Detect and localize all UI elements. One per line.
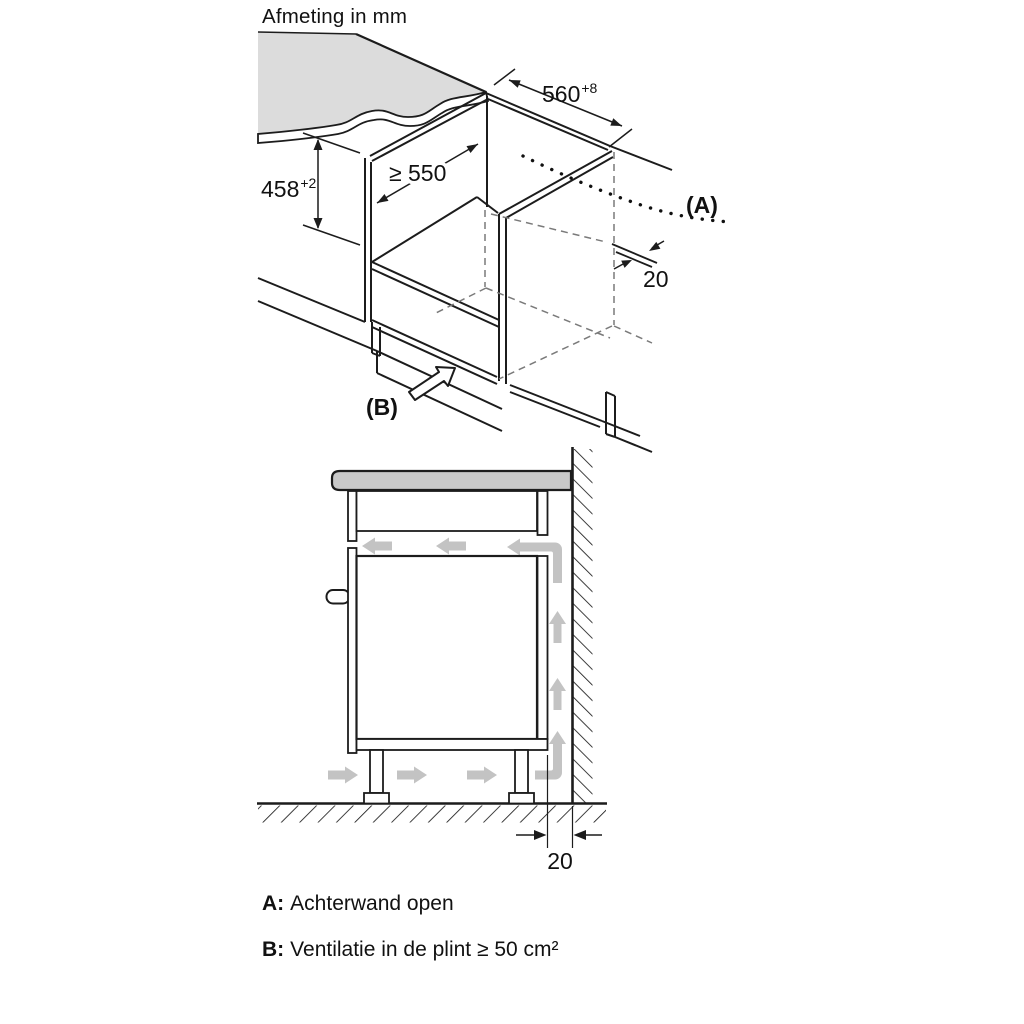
legend-item-b: B:Ventilatie in de plint ≥ 50 cm²: [262, 938, 559, 962]
countertop-top-surface: [258, 32, 486, 134]
open-back-leader-dots: [521, 154, 733, 224]
rear-frame-upper: [536, 490, 549, 536]
legend-text-b: Ventilatie in de plint ≥ 50 cm²: [290, 938, 559, 961]
airflow-corner-arrow-top: [507, 538, 562, 583]
dim-width-label: 560+8: [542, 80, 598, 107]
page-title: Afmeting in mm: [262, 5, 408, 28]
airflow-right-arrow: [467, 766, 497, 784]
door-handle: [325, 589, 351, 605]
airflow-left-arrow: [436, 537, 466, 555]
dim-back-gap-label: 20: [643, 266, 669, 292]
countertop-edge-band: [257, 90, 490, 144]
countertop-cut-edge: [355, 32, 487, 94]
rear-frame-lower: [536, 555, 549, 740]
countertop-back-edge: [257, 31, 357, 35]
airflow-left-arrow: [362, 537, 392, 555]
airflow-corner-arrow-bottom: [535, 731, 566, 780]
label-a: (A): [686, 192, 718, 218]
legend-text-a: Achterwand open: [290, 892, 454, 915]
cabinet-foot-pad: [508, 792, 535, 805]
plinth-gap-arrowheads: [534, 830, 586, 840]
cabinet-section: [325, 490, 549, 805]
back-gap-strip: [611, 243, 658, 268]
dim-plinth-gap-label: 20: [547, 848, 573, 874]
dimension-arrowheads: [313, 80, 661, 268]
right-plinth-board: [605, 391, 616, 438]
iso-niche-diagram: 560+8 458+2 ≥ 550 20 (A) (B): [257, 31, 733, 453]
cabinet-leg: [369, 749, 384, 794]
airflow-up-arrow: [549, 611, 566, 643]
cabinet-leg: [514, 749, 529, 794]
front-frame-upper: [347, 490, 358, 542]
cabinet-foot-pad: [363, 792, 390, 805]
cabinet-edges: [257, 92, 673, 453]
countertop-slab: [257, 31, 490, 144]
worktop-section: [330, 469, 573, 492]
label-b: (B): [366, 394, 398, 420]
front-frame-lower: [347, 547, 358, 754]
airflow-right-arrow: [397, 766, 427, 784]
cabinet-bottom-panel: [355, 738, 549, 751]
airflow-up-arrow: [549, 678, 566, 710]
legend-key-b: B:: [262, 938, 285, 961]
floor-hatching: [258, 805, 606, 823]
dim-height-label: 458+2: [261, 175, 317, 202]
dim-depth-label: ≥ 550: [389, 160, 446, 186]
wall-hatching: [573, 449, 593, 803]
side-ventilation-diagram: 20: [257, 447, 607, 874]
legend-item-a: A:Achterwand open: [262, 892, 454, 916]
plinth-ventilation-arrow: [408, 366, 456, 401]
airflow-arrows: [328, 537, 566, 784]
hidden-edges: [435, 152, 653, 380]
airflow-right-arrow: [328, 766, 358, 784]
appliance-box: [355, 554, 539, 741]
legend-key-a: A:: [262, 892, 285, 915]
top-drawer-box: [355, 490, 538, 532]
baseline-left: [257, 277, 378, 352]
